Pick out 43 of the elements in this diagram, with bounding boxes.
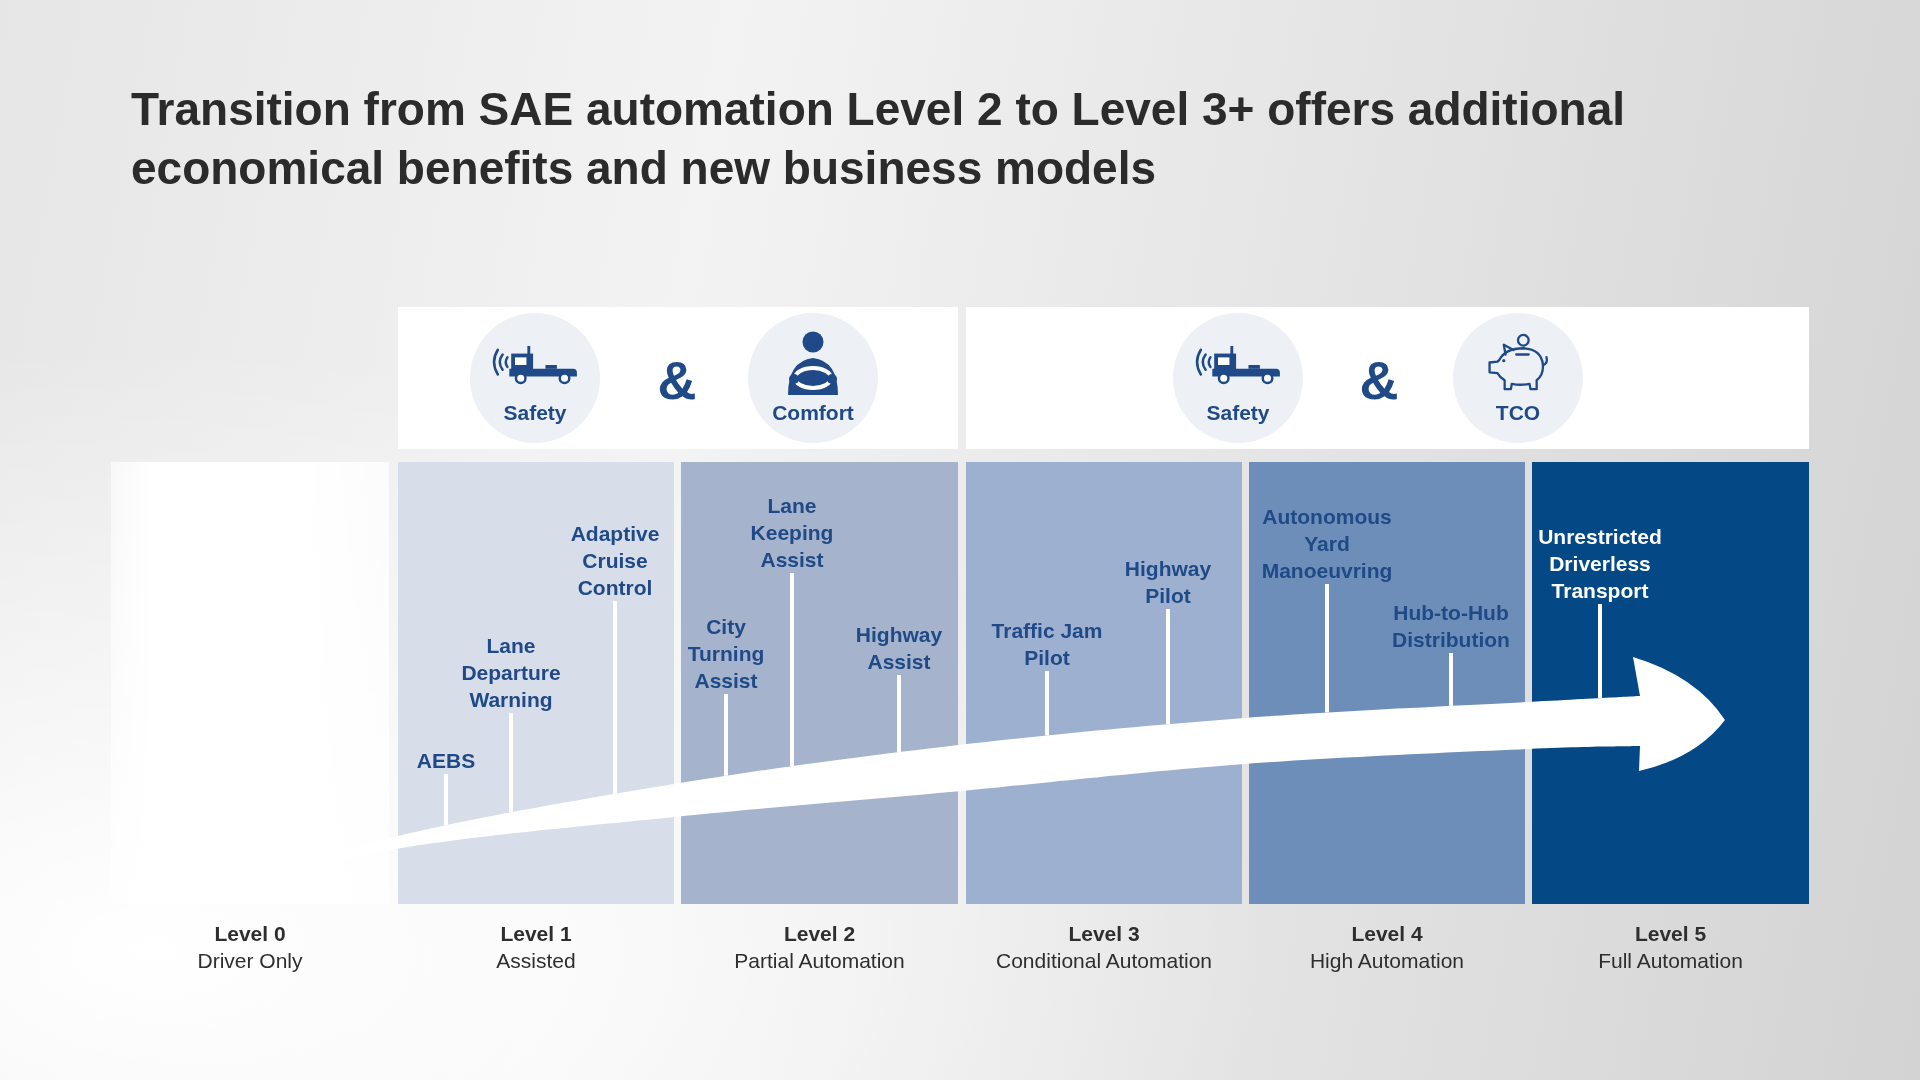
ampersand: & — [657, 350, 697, 410]
level-name: High Automation — [1309, 948, 1465, 974]
feature-label: Adaptive Cruise Control — [569, 520, 661, 601]
level-number: Level 5 — [1634, 921, 1707, 947]
leader-line — [1166, 609, 1170, 725]
header-panel — [966, 307, 1809, 449]
level-name: Assisted — [496, 948, 576, 974]
feature-label: Lane Keeping Assist — [749, 492, 835, 573]
feature-label: Traffic Jam Pilot — [990, 617, 1104, 671]
leader-line — [1045, 671, 1049, 736]
level-name: Driver Only — [197, 948, 303, 974]
feature-label: Unrestricted Driverless Transport — [1537, 523, 1663, 604]
feature-label: Highway Pilot — [1123, 555, 1213, 609]
title: Transition from SAE automation Level 2 to Level 3+ offers additional economical benefits and new business models — [131, 82, 1626, 196]
benefit-label: Comfort — [772, 400, 854, 426]
leader-line — [444, 774, 448, 826]
leader-line — [724, 694, 728, 776]
level-number: Level 2 — [783, 921, 856, 947]
feature-label: Highway Assist — [854, 621, 944, 675]
leader-line — [897, 675, 901, 753]
leader-line — [613, 601, 617, 794]
benefit-label: TCO — [1495, 400, 1541, 426]
header-panel — [398, 307, 958, 449]
level-number: Level 1 — [500, 921, 572, 947]
benefit-label: Safety — [503, 400, 567, 426]
leader-line — [1598, 604, 1602, 699]
feature-label: Lane Departure Warning — [460, 632, 562, 713]
feature-label: AEBS — [415, 747, 477, 774]
leader-line — [1325, 584, 1329, 713]
level-number: Level 4 — [1351, 921, 1423, 947]
level-number: Level 3 — [1068, 921, 1140, 947]
level-number: Level 0 — [214, 921, 286, 947]
leader-line — [1449, 653, 1453, 706]
feature-label: Hub-to-Hub Distribution — [1391, 599, 1511, 653]
leader-line — [509, 713, 513, 813]
leader-line — [790, 573, 794, 767]
level-name: Full Automation — [1598, 948, 1743, 974]
level-name: Conditional Automation — [996, 948, 1212, 974]
feature-label: Autonomous Yard Manoeuvring — [1260, 503, 1394, 584]
level-name: Partial Automation — [734, 948, 905, 974]
benefit-label: Safety — [1206, 400, 1270, 426]
ampersand: & — [1359, 350, 1399, 410]
feature-label: City Turning Assist — [686, 613, 766, 694]
